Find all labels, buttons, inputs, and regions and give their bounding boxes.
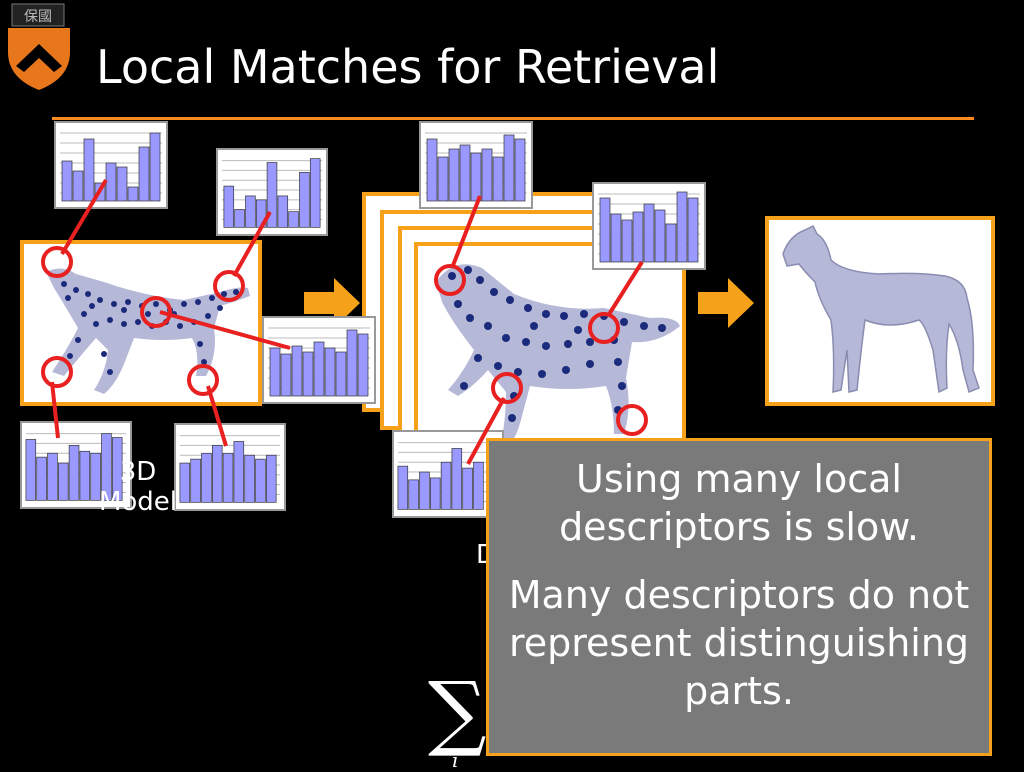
horse-model-image bbox=[782, 224, 980, 394]
descriptor-histogram bbox=[216, 148, 328, 236]
slide-title: Local Matches for Retrieval bbox=[96, 40, 720, 94]
title-divider bbox=[52, 117, 974, 120]
descriptor-histogram bbox=[592, 182, 706, 270]
summation-subscript: i bbox=[452, 748, 459, 772]
orange-right-arrow-icon bbox=[304, 278, 360, 332]
callout-text: Using many local descriptors is slow. bbox=[559, 457, 919, 549]
caption-line: Model bbox=[98, 487, 178, 517]
callout-text: Many descriptors do not represent distin… bbox=[508, 573, 970, 713]
descriptor-histogram bbox=[20, 421, 132, 509]
dog-model-image bbox=[46, 268, 250, 394]
orange-right-arrow-icon bbox=[698, 278, 754, 332]
summation-symbol: ∑ bbox=[428, 665, 487, 760]
descriptor-histogram bbox=[174, 423, 286, 511]
descriptor-histogram bbox=[419, 121, 533, 209]
caption-line: 3D bbox=[119, 457, 157, 487]
dog-model-image bbox=[436, 264, 680, 438]
query-model-caption: 3D Model bbox=[86, 457, 190, 517]
descriptor-histogram bbox=[392, 430, 504, 518]
descriptor-histogram bbox=[262, 316, 376, 404]
query-model-panel bbox=[20, 240, 262, 406]
svg-text:保國: 保國 bbox=[24, 9, 52, 25]
result-model-panel bbox=[765, 216, 995, 406]
princeton-shield-icon: 保國 bbox=[2, 0, 76, 92]
descriptor-histogram bbox=[54, 121, 168, 209]
callout-box: Using many local descriptors is slow. Ma… bbox=[486, 438, 992, 756]
